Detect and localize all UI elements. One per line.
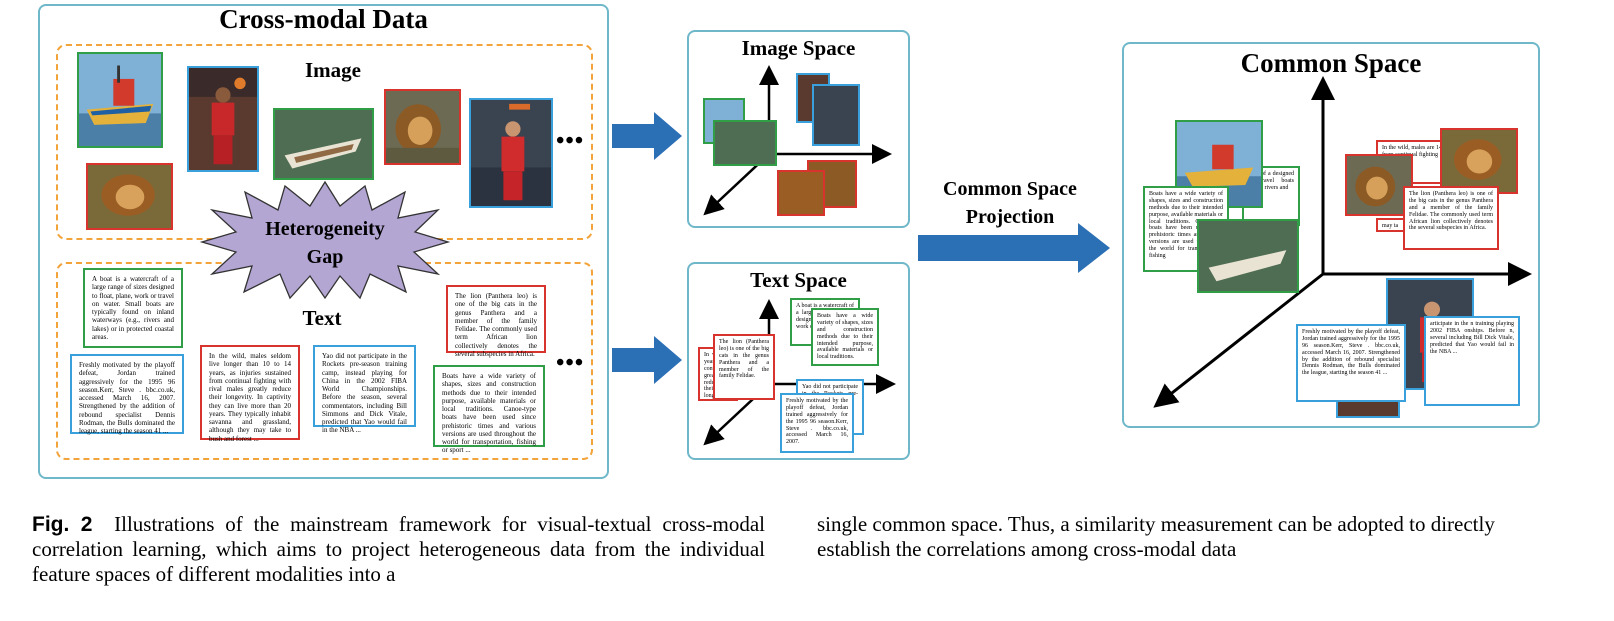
- is-rowboat-thumb: [713, 120, 777, 166]
- cs-doc-lion-tail: may ta: [1376, 218, 1406, 232]
- figure-label: Fig. 2: [32, 513, 93, 536]
- figure-caption-left: Fig. 2 Illustrations of the mainstream f…: [32, 512, 765, 587]
- is-yao-thumb: [812, 84, 860, 146]
- arrow-to-text-space: [612, 336, 682, 384]
- image-more-ellipsis: •••: [556, 128, 585, 154]
- cs-lion-thumb-1: [1345, 154, 1413, 216]
- is-lion-thumb-2: [777, 170, 825, 216]
- gap-label-line2: Gap: [306, 246, 344, 268]
- doc-boat-watercraft: A boat is a watercraft of a large range …: [83, 268, 183, 348]
- projection-label-line1: Common Space: [943, 178, 1077, 200]
- text-more-ellipsis: •••: [556, 350, 585, 376]
- ts-doc-boats: Boats have a wide variety of shapes, siz…: [811, 308, 879, 366]
- gap-label-line1: Heterogeneity: [265, 218, 385, 240]
- image-group-label: Image: [305, 58, 361, 82]
- common-space-axes: [1153, 76, 1532, 408]
- arrow-to-image-space: [612, 112, 682, 160]
- doc-lion-panthera: The lion (Panthera leo) is one of the bi…: [446, 285, 546, 358]
- boat-image: [77, 52, 163, 148]
- projection-arrow: [918, 223, 1110, 273]
- doc-yao: Yao did not participate in the Rockets p…: [313, 345, 416, 434]
- figure-caption-right: single common space. Thus, a similarity …: [817, 512, 1550, 562]
- doc-lion-wild: In the wild, males seldom live longer th…: [200, 345, 300, 443]
- ts-doc-jordan: Freshly motivated by the playoff defeat,…: [780, 393, 854, 453]
- cs-doc-boats: Boats have a wide variety of shapes, siz…: [1143, 186, 1229, 272]
- ts-doc-lion: The lion (Panthera leo) is one of the bi…: [713, 334, 775, 400]
- projection-label-line2: Projection: [965, 206, 1055, 228]
- basketball-jordan-image: [187, 66, 259, 172]
- lion-image-1: [384, 89, 461, 165]
- text-space-title: Text Space: [750, 268, 847, 292]
- image-space-title: Image Space: [741, 36, 856, 60]
- basketball-yao-image: [469, 98, 553, 208]
- cs-rowboat-thumb: [1197, 219, 1299, 293]
- cs-lion-thumb-2: [1440, 128, 1518, 194]
- text-group-label: Text: [302, 306, 342, 330]
- caption-text-right: single common space. Thus, a similarity …: [817, 512, 1495, 561]
- caption-text-left: Illustrations of the mainstream framewor…: [32, 512, 765, 586]
- doc-jordan: Freshly motivated by the playoff defeat,…: [70, 354, 184, 435]
- cs-doc-jordan: Freshly motivated by the playoff defeat,…: [1296, 324, 1406, 402]
- doc-boats-variety: Boats have a wide variety of shapes, siz…: [433, 365, 545, 454]
- heterogeneity-gap-star: [199, 180, 451, 300]
- lion-image-2: [86, 163, 173, 230]
- cs-doc-lion: The lion (Panthera leo) is one of the bi…: [1403, 186, 1499, 250]
- common-space-title: Common Space: [1240, 48, 1422, 78]
- cross-modal-data-title: Cross-modal Data: [219, 4, 428, 34]
- rowboat-image: [273, 108, 374, 180]
- cs-doc-yao: articipate in the n training playing 200…: [1424, 316, 1520, 406]
